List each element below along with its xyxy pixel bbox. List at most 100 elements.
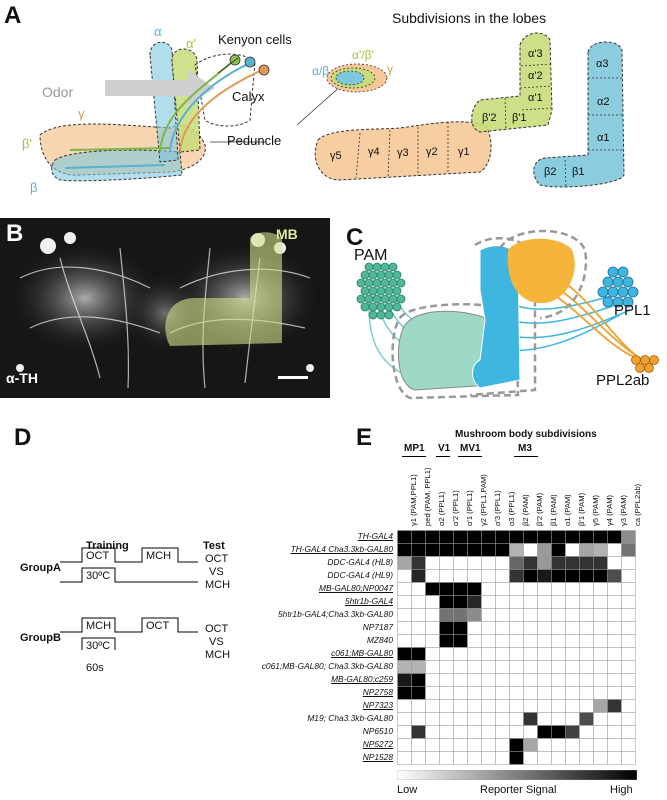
heatmap-cell — [425, 582, 440, 596]
gamma-sub-4: γ2 — [426, 146, 438, 158]
group-b-test-oct: OCT — [205, 623, 229, 635]
heatmap-cell — [523, 751, 538, 765]
heatmap-cell — [579, 608, 594, 622]
legend-high: High — [610, 784, 633, 796]
heatmap-cell — [453, 556, 468, 570]
heatmap-cell — [551, 634, 566, 648]
heatmap-cell — [537, 725, 552, 739]
group-b-vs: VS — [209, 636, 224, 648]
heatmap-cell — [565, 725, 580, 739]
column-label: α1 (PAM) — [563, 494, 572, 526]
heatmap-cell — [397, 569, 412, 583]
label-calyx: Calyx — [232, 89, 265, 104]
heatmap-cell — [607, 634, 622, 648]
column-label: ca (PPL2ab) — [633, 483, 642, 526]
heatmap-cell — [397, 647, 412, 661]
heatmap-cell — [523, 556, 538, 570]
heatmap-cell — [551, 556, 566, 570]
heatmap-cell — [621, 556, 636, 570]
heatmap-cell — [621, 582, 636, 596]
column-label: γ2 (PPL1,PAM) — [479, 474, 488, 526]
heatmap-cell — [453, 647, 468, 661]
ppl2ab-cluster — [631, 355, 659, 373]
heatmap-cell — [593, 608, 608, 622]
label-beta-prime: β' — [22, 136, 32, 151]
heatmap-cell — [551, 569, 566, 583]
label-alpha-prime: α' — [186, 36, 196, 51]
heatmap-cell — [565, 621, 580, 635]
heatmap-cell — [621, 530, 636, 544]
heatmap-cell — [467, 556, 482, 570]
column-label: α3 (PPL1) — [507, 491, 516, 526]
heatmap-cell — [579, 634, 594, 648]
heatmap-cell — [509, 712, 524, 726]
a-sub-1: α3 — [596, 58, 609, 70]
heatmap-cell — [467, 751, 482, 765]
gamma-sub-1: γ5 — [330, 150, 342, 162]
heatmap-cell — [481, 712, 496, 726]
heatmap-cell — [495, 751, 510, 765]
heatmap-cell — [495, 556, 510, 570]
gamma-sub-3: γ3 — [397, 147, 409, 159]
heatmap-cell — [593, 582, 608, 596]
ap-sub-4: β'1 — [512, 112, 527, 124]
heatmap-cell — [509, 608, 524, 622]
heatmap-cell — [453, 751, 468, 765]
heatmap-cell — [495, 608, 510, 622]
heatmap-cell — [467, 530, 482, 544]
label-odor: Odor — [42, 84, 74, 100]
column-label: γ1 (PAM,PPL1) — [409, 474, 418, 526]
heatmap-cell — [621, 621, 636, 635]
heatmap-cell — [453, 595, 468, 609]
heatmap-cell — [467, 660, 482, 674]
heatmap-cell — [593, 751, 608, 765]
heatmap-cell — [509, 556, 524, 570]
heatmap-cell — [621, 647, 636, 661]
group-b-temp: 30ºC — [86, 640, 111, 652]
heatmap-cell — [439, 569, 454, 583]
heatmap-cell — [397, 725, 412, 739]
heatmap-cell — [509, 751, 524, 765]
heatmap-cell — [607, 621, 622, 635]
heatmap-cell — [481, 699, 496, 713]
heatmap-cell — [537, 569, 552, 583]
panel-letter-d: D — [14, 424, 32, 451]
panel-letter-b: B — [6, 220, 24, 247]
heatmap-cell — [411, 699, 426, 713]
heatmap-cell — [551, 582, 566, 596]
heatmap-cell — [593, 569, 608, 583]
label-test: Test — [203, 540, 225, 552]
heatmap-cell — [439, 608, 454, 622]
heatmap-cell — [551, 608, 566, 622]
heatmap-cell — [509, 530, 524, 544]
heatmap-cell — [621, 686, 636, 700]
heatmap-cell — [453, 582, 468, 596]
heatmap-cell — [523, 738, 538, 752]
heatmap-cell — [537, 621, 552, 635]
heatmap-cell — [467, 582, 482, 596]
heatmap-cell — [579, 751, 594, 765]
heatmap-cell — [565, 738, 580, 752]
heatmap-cell — [621, 738, 636, 752]
heatmap-cell — [537, 647, 552, 661]
row-label: MB-GAL80;c259 — [331, 674, 393, 684]
heatmap-cell — [537, 699, 552, 713]
row-label: 5htr1b-GAL4;Cha3.3kb-GAL80 — [278, 609, 393, 619]
heatmap-cell — [453, 712, 468, 726]
row-label: DDC-GAL4 (HL9) — [327, 570, 393, 580]
row-label: NP2758 — [362, 687, 393, 697]
heatmap-cell — [551, 543, 566, 557]
heatmap-grid — [397, 530, 636, 765]
heatmap-cell — [397, 543, 412, 557]
heatmap-cell — [425, 556, 440, 570]
heatmap-cell — [467, 621, 482, 635]
heatmap-cell — [411, 725, 426, 739]
column-label: β'2 (PAM) — [535, 492, 544, 526]
heatmap-cell — [523, 543, 538, 557]
calyx-region — [507, 238, 575, 304]
cross-section-inner — [335, 70, 365, 86]
heatmap-cell — [621, 673, 636, 687]
row-label: M19; Cha3.3kb-GAL80 — [307, 713, 393, 723]
heatmap-cell — [481, 621, 496, 635]
scale-bar — [278, 376, 308, 379]
